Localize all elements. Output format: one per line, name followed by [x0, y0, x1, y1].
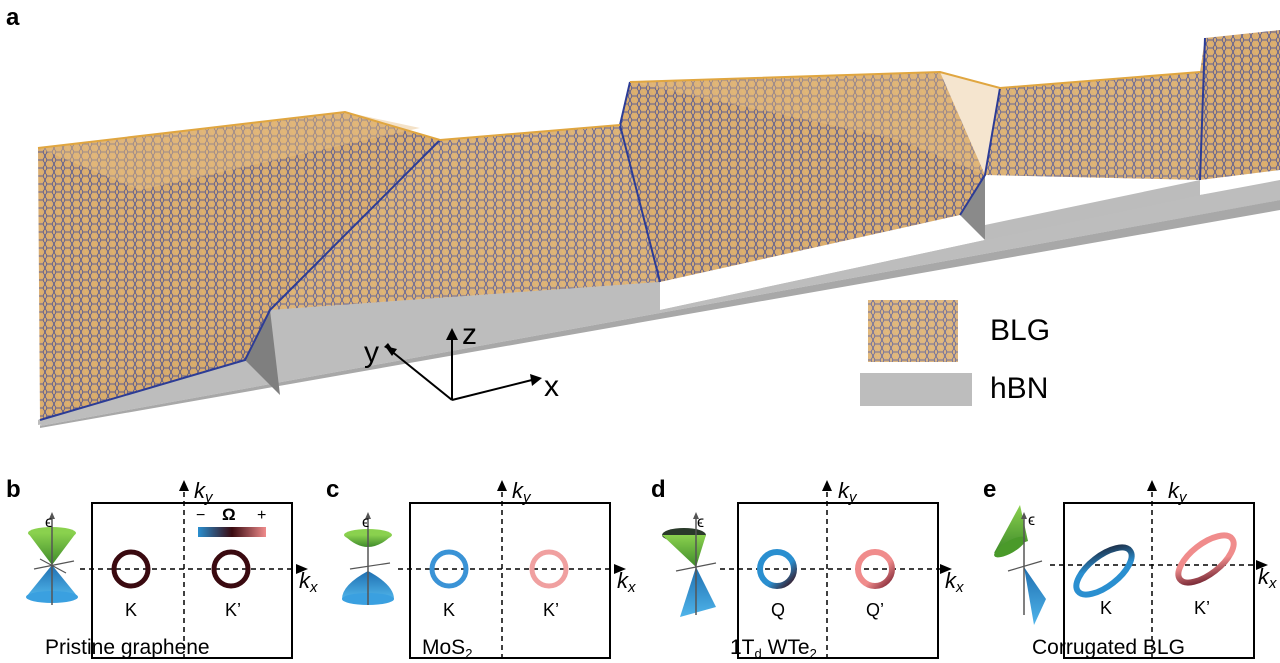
blg-sheet-trench-1 [270, 125, 660, 310]
valley-ring-q-prime [855, 549, 895, 589]
valley-label-q: Q [771, 600, 786, 620]
panel-b-letter: b [6, 476, 21, 503]
dirac-cone-icon [26, 512, 78, 605]
kx-label: kx [945, 568, 964, 596]
blg-sheet-trench-2 [985, 72, 1200, 180]
panel-a-letter: a [6, 4, 20, 31]
omega-minus: − [196, 507, 206, 524]
panel-c-figure [342, 480, 626, 659]
valley-ring-k [111, 549, 151, 589]
panel-e-caption: Corrugated BLG [1032, 636, 1185, 659]
panel-c-letter: c [326, 476, 340, 503]
valley-label-k-prime: K’ [1194, 598, 1211, 618]
ky-label: ky [194, 478, 213, 506]
ky-label: ky [512, 478, 531, 506]
kx-label: kx [617, 568, 636, 596]
energy-label: ϵ [1028, 512, 1036, 529]
brillouin-zone-box [91, 502, 293, 659]
valley-ring-k-prime [529, 549, 569, 589]
energy-label: ϵ [362, 514, 370, 531]
panel-b-caption: Pristine graphene [45, 636, 210, 659]
valley-label-k-prime: K’ [225, 600, 242, 620]
valley-ring-k [1073, 544, 1135, 598]
z-axis-label: z [462, 318, 477, 351]
blg-sheet-terrace-3 [1200, 30, 1280, 180]
panel-e-letter: e [983, 476, 997, 503]
valley-label-k: K [125, 600, 138, 620]
panel-d-figure [662, 480, 952, 659]
valley-label-q-prime: Q’ [866, 600, 884, 620]
panel-d-letter: d [651, 476, 666, 503]
panel-c-caption: MoS2 [422, 636, 473, 661]
omega-plus: + [257, 507, 267, 524]
kx-label: kx [1258, 564, 1277, 592]
blg-sheet-terrace-1 [38, 112, 440, 420]
panel-e-figure [994, 480, 1268, 659]
valley-ring-q [757, 549, 797, 589]
tilted-weyl-cone-icon [662, 512, 717, 617]
blg-legend-swatch [868, 300, 958, 362]
valley-label-k-prime: K’ [543, 600, 560, 620]
blg-sheet-terrace-2 [620, 72, 985, 282]
berry-curvature-colorbar [198, 527, 266, 537]
y-axis-label: y [364, 336, 379, 369]
ky-label: ky [838, 478, 857, 506]
valley-ring-k-prime [1175, 532, 1237, 586]
valley-label-k: K [443, 600, 456, 620]
panel-b-figure [26, 480, 308, 659]
hbn-legend-swatch [860, 373, 972, 406]
ky-label: ky [1168, 478, 1187, 506]
corrugated-cone-icon [994, 505, 1046, 625]
valley-ring-k [429, 549, 469, 589]
legend-hbn-label: hBN [990, 372, 1049, 405]
valley-label-k: K [1100, 598, 1113, 618]
valley-ring-k-prime [211, 549, 251, 589]
legend-blg-label: BLG [990, 314, 1051, 347]
kx-label: kx [299, 568, 318, 596]
energy-label: ϵ [45, 514, 53, 531]
massive-dirac-cone-icon [342, 512, 394, 605]
coordinate-axes [384, 328, 542, 401]
x-axis-label: x [544, 370, 559, 403]
panel-d-caption: 1Td WTe2 [730, 636, 817, 661]
corrugated-blg-illustration [37, 30, 1280, 428]
energy-label: ϵ [697, 514, 705, 531]
omega-symbol: Ω [222, 505, 236, 524]
